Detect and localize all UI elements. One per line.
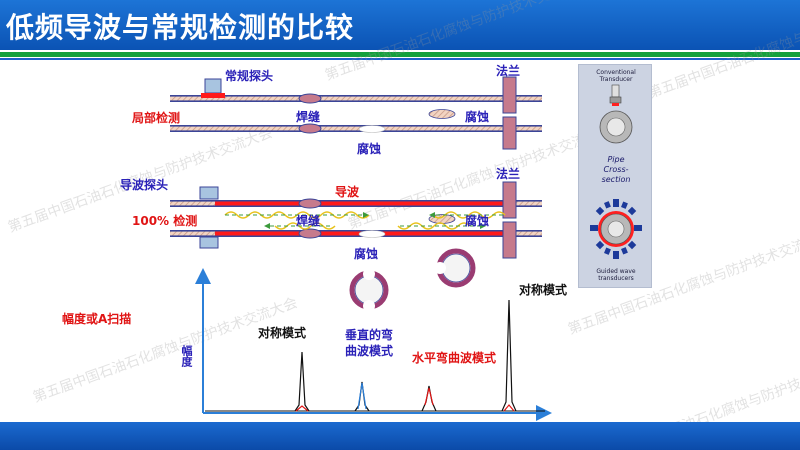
horizontal-bending-label: 水平弯曲波模式	[412, 351, 497, 365]
guided-wave-label: 导波	[335, 185, 360, 199]
guided-probe-label: 导波探头	[120, 178, 169, 192]
flange-label-1: 法兰	[496, 64, 521, 78]
guided-transducer-caption-2: transducers	[598, 275, 634, 282]
footer-bar	[0, 422, 800, 450]
vertical-bending-label-1: 垂直的弯	[345, 328, 394, 342]
horizontal-bending-section	[434, 248, 476, 288]
transducer-side-panel: Conventional Transducer Pipe Cross- sect…	[578, 64, 652, 288]
guided-transducer-caption-1: Guided wave	[596, 268, 636, 275]
vertical-bending-label-2: 曲波模式	[345, 344, 394, 358]
conventional-transducer-caption-2: Transducer	[599, 76, 633, 83]
conventional-transducer-caption-1: Conventional	[596, 69, 636, 76]
amplitude-ascan-label: 幅度或A扫描	[62, 312, 132, 326]
corrosion-label-2: 腐蚀	[357, 142, 382, 156]
amplitude-axis-label: 幅度	[180, 345, 193, 367]
flange-label-2: 法兰	[496, 167, 521, 181]
conventional-pipe	[170, 76, 542, 150]
weld-label-1: 焊缝	[296, 110, 321, 124]
side-panel-graphics	[590, 84, 642, 259]
pipe-cross-section-caption-2: Cross-	[603, 165, 629, 174]
a-scan-chart	[195, 268, 552, 421]
title-bar	[0, 0, 800, 50]
weld-label-2: 焊缝	[296, 214, 321, 228]
corrosion-label-1: 腐蚀	[465, 110, 490, 124]
symmetric-mode-label-1: 对称模式	[258, 326, 307, 340]
corrosion-label-4: 腐蚀	[354, 247, 379, 261]
corrosion-label-3: 腐蚀	[465, 214, 490, 228]
title-divider-green	[0, 52, 800, 57]
page-title: 低频导波与常规检测的比较	[6, 11, 355, 44]
local-detection-label: 局部检测	[132, 111, 181, 125]
pipe-cross-section-caption-1: Pipe	[607, 155, 625, 164]
pipe-cross-section-caption-3: section	[601, 175, 631, 184]
title-divider-blue	[0, 58, 800, 60]
symmetric-mode-label-2: 对称模式	[519, 283, 568, 297]
vertical-bending-section	[349, 268, 389, 312]
guided-wave-pipe	[170, 181, 542, 259]
full-detection-label: 100% 检测	[132, 214, 198, 228]
conventional-probe-label: 常规探头	[225, 69, 274, 83]
